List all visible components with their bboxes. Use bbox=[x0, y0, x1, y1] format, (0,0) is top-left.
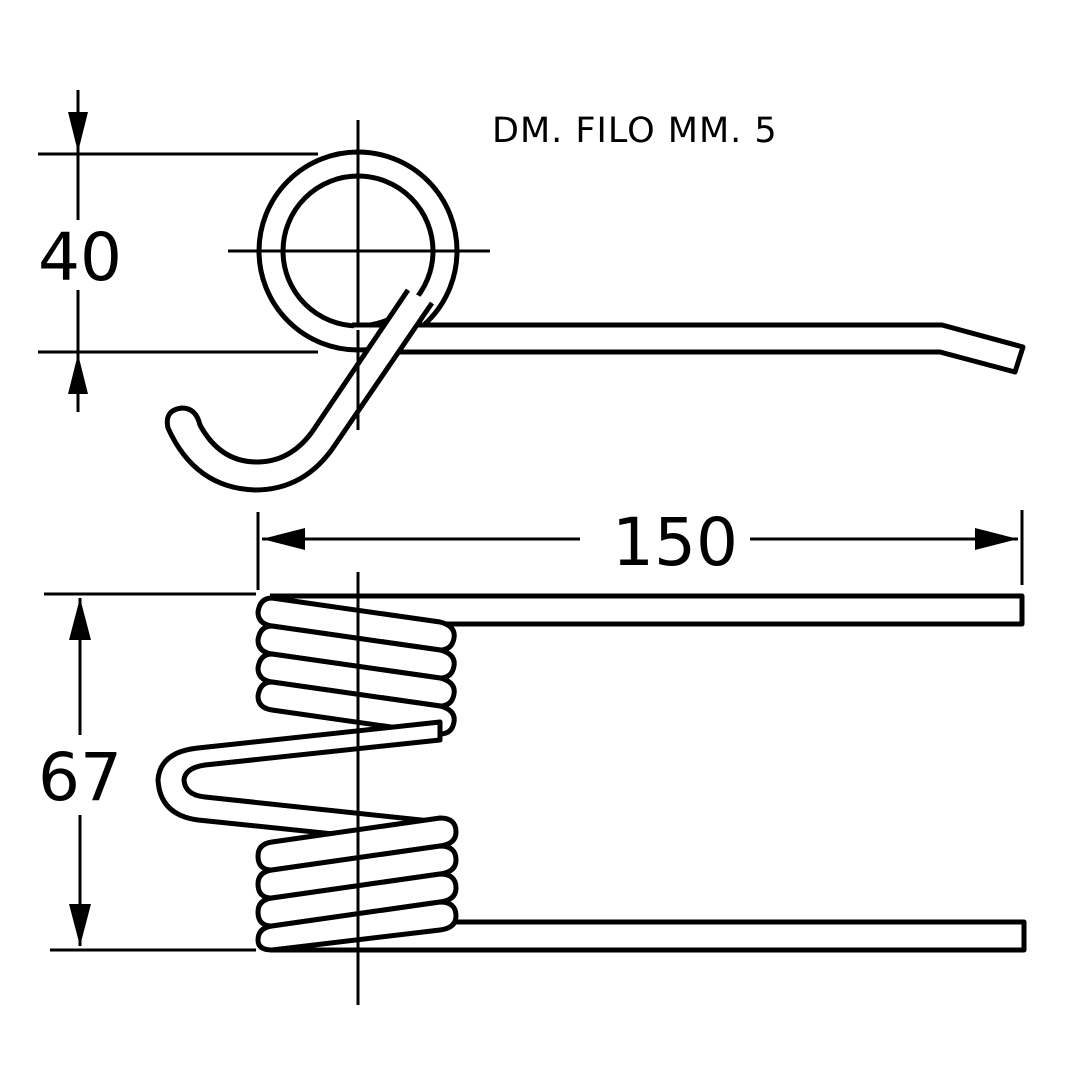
dimension-67: 67 bbox=[38, 592, 256, 952]
tine-arm-upper bbox=[270, 593, 1025, 627]
dimension-40-label: 40 bbox=[38, 219, 122, 296]
wire-diameter-note: DM. FILO MM. 5 bbox=[492, 111, 778, 151]
hook-leg bbox=[164, 288, 435, 493]
tine-arm-lower bbox=[270, 919, 1027, 953]
bottom-view: 150 67 bbox=[38, 504, 1027, 1005]
dimension-40: 40 bbox=[38, 90, 122, 412]
top-view: 40 bbox=[38, 90, 1026, 493]
dimension-67-label: 67 bbox=[38, 739, 122, 816]
tine-arm-top bbox=[352, 322, 1026, 375]
upper-coil bbox=[255, 595, 457, 737]
dimension-150: 150 bbox=[256, 504, 1024, 590]
dimension-150-label: 150 bbox=[612, 504, 738, 581]
